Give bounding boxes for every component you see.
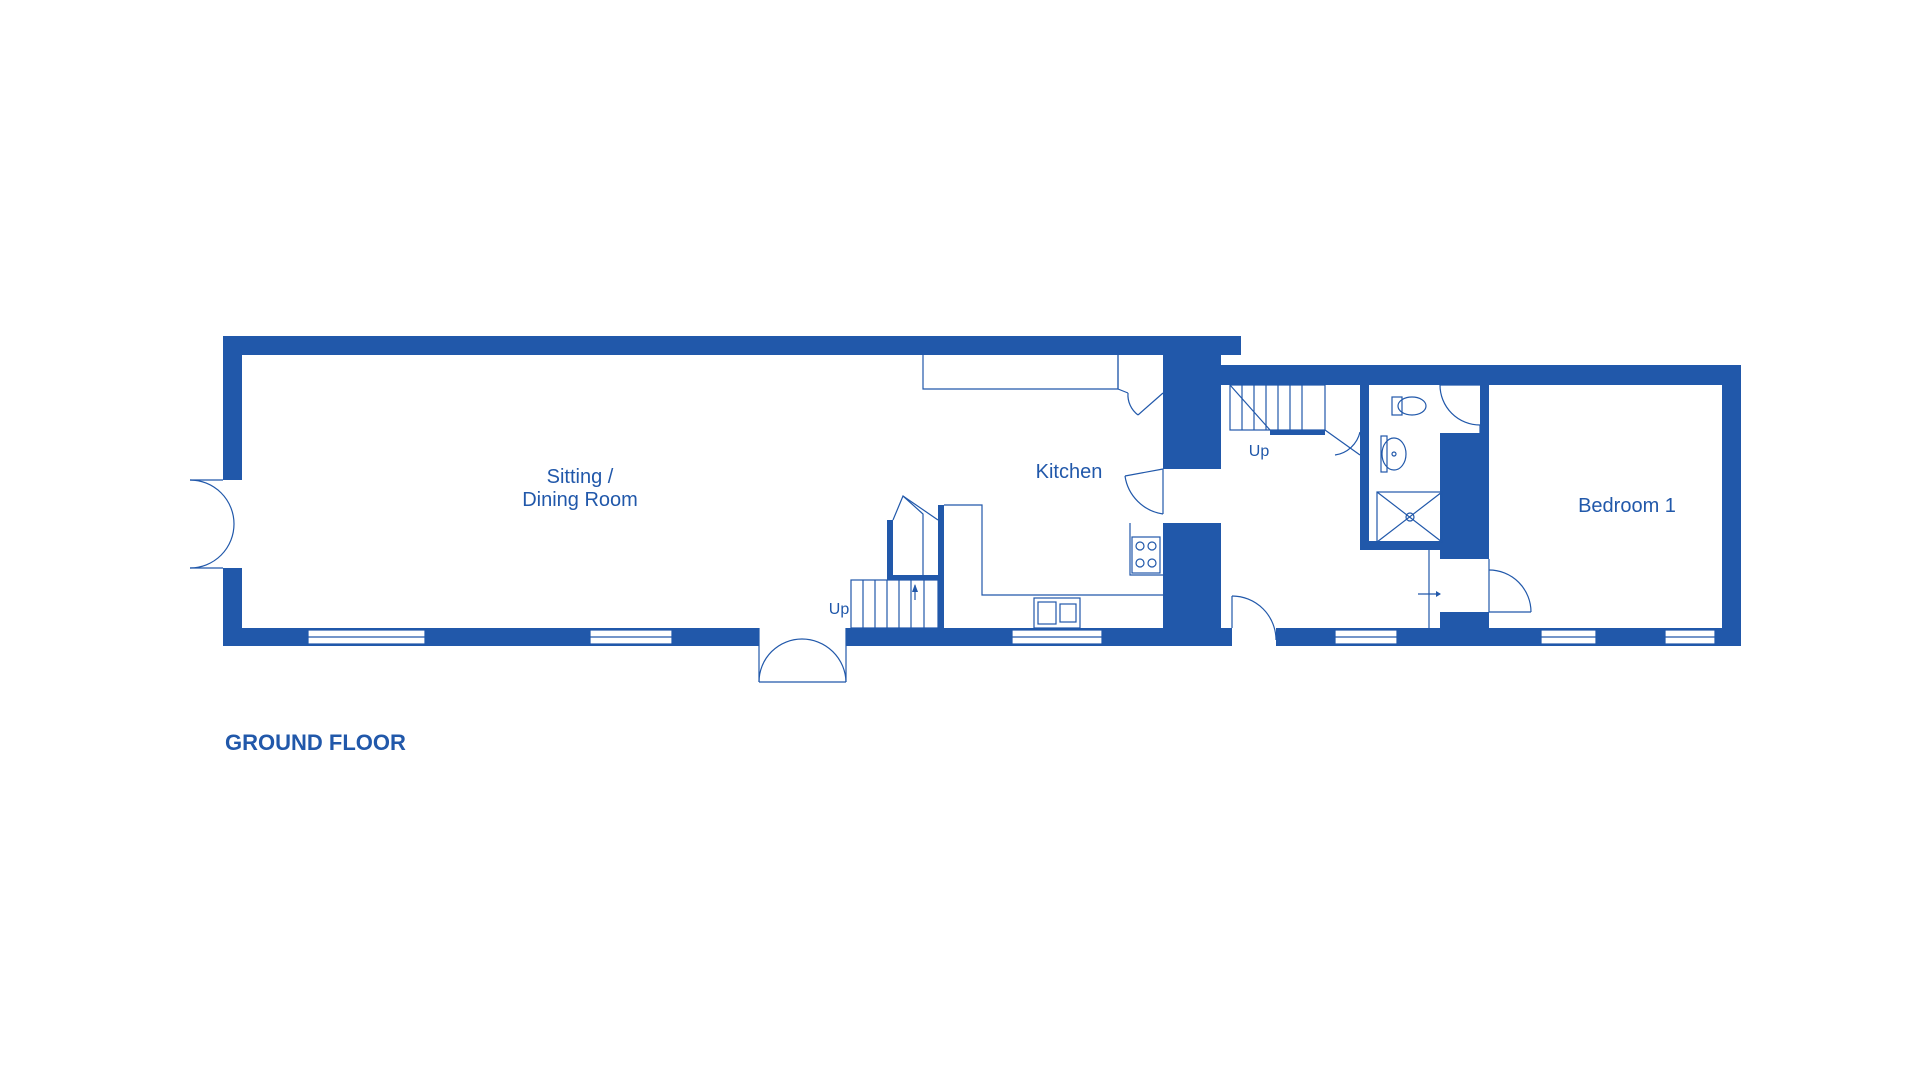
- sitting-room-label-line2: Dining Room: [522, 489, 638, 511]
- front-door: [1231, 595, 1277, 641]
- cupboard-door: [1127, 392, 1164, 416]
- kitchen-staircase: [850, 494, 939, 629]
- main-stair-up-label: Up: [829, 601, 850, 618]
- kitchen-hall-door: [1124, 468, 1164, 515]
- south-french-doors: [758, 628, 847, 683]
- interior-walls: [887, 355, 1489, 628]
- bathroom-door: [1439, 384, 1481, 433]
- exterior-walls: [223, 336, 1741, 646]
- kitchen-units: [922, 355, 1163, 629]
- west-french-doors: [189, 479, 235, 569]
- bedroom-door: [1488, 559, 1532, 613]
- rear-stair-up-label: Up: [1249, 443, 1270, 460]
- sitting-room-label-line1: Sitting /: [547, 466, 614, 488]
- floor-title: GROUND FLOOR: [225, 730, 406, 755]
- bedroom1-label: Bedroom 1: [1578, 495, 1676, 517]
- kitchen-label: Kitchen: [1036, 461, 1103, 483]
- bathroom-fixtures: [1376, 396, 1443, 628]
- windows: [307, 629, 1716, 645]
- rear-staircase: [1229, 384, 1361, 456]
